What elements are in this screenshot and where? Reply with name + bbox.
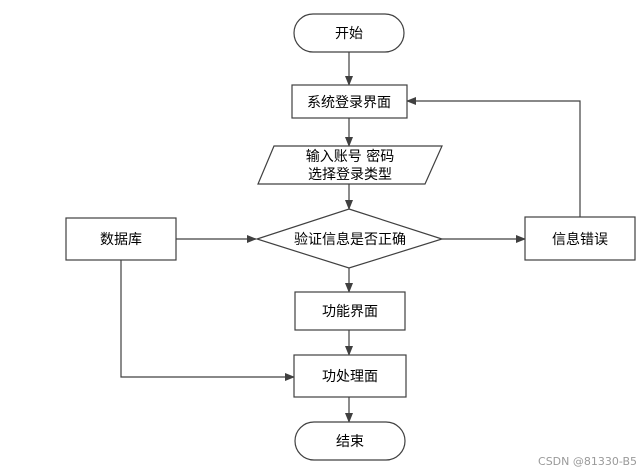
process-page-label: 功处理面: [322, 369, 378, 385]
login-page-label: 系统登录界面: [307, 95, 391, 111]
login-page-node: 系统登录界面: [291, 84, 408, 119]
end-label: 结束: [336, 434, 364, 450]
verify-decision-node: 验证信息是否正确: [255, 208, 444, 269]
arrow-database-to-process: [120, 260, 295, 381]
input-label-line2: 选择登录类型: [308, 167, 392, 183]
watermark: CSDN @81330-B5: [538, 455, 637, 468]
database-node: 数据库: [65, 217, 177, 261]
database-label: 数据库: [100, 232, 142, 248]
error-label: 信息错误: [552, 231, 608, 248]
start-node: 开始: [293, 13, 405, 53]
process-page-node: 功处理面: [293, 354, 407, 398]
arrow-error-back-to-login: [406, 97, 581, 217]
function-page-node: 功能界面: [294, 291, 406, 331]
error-node: 信息错误: [524, 216, 636, 261]
input-label-line1: 输入账号 密码: [306, 148, 394, 165]
function-page-label: 功能界面: [322, 304, 378, 320]
verify-label: 验证信息是否正确: [294, 231, 406, 248]
input-node: 输入账号 密码 选择登录类型: [257, 145, 443, 185]
end-node: 结束: [294, 421, 406, 461]
start-label: 开始: [335, 26, 363, 42]
